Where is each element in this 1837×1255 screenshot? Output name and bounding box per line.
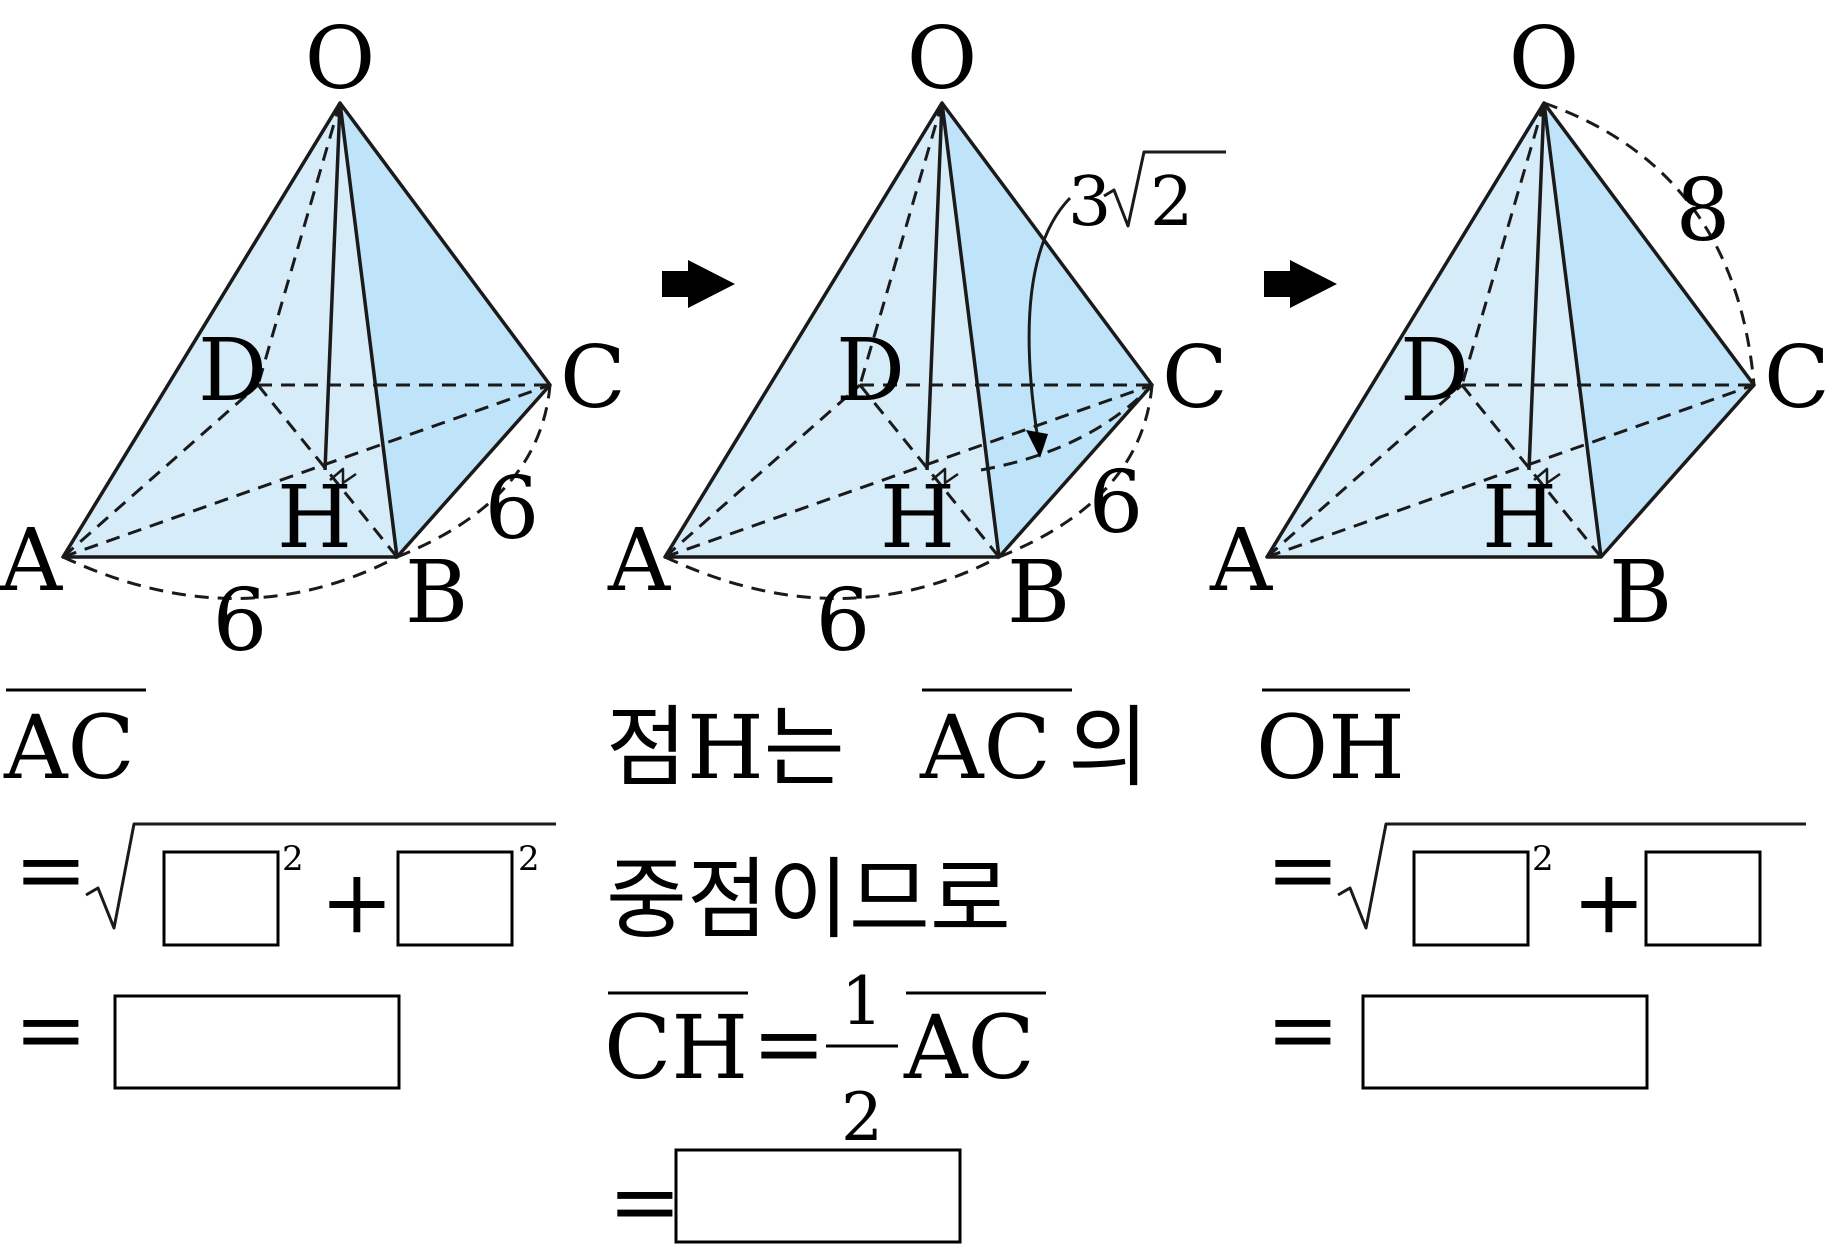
face-oab bbox=[1267, 103, 1601, 557]
measure-ab: 6 bbox=[816, 571, 871, 671]
exponent: 2 bbox=[1532, 839, 1554, 879]
measure-ab: 6 bbox=[213, 571, 268, 671]
segment-ch: CH bbox=[604, 996, 748, 1099]
label-b: B bbox=[1609, 543, 1672, 643]
label-o: O bbox=[907, 9, 978, 109]
label-a: A bbox=[1209, 511, 1273, 611]
label-c: C bbox=[1162, 328, 1228, 428]
face-oab bbox=[63, 103, 397, 557]
answer-box[interactable] bbox=[1361, 994, 1649, 1090]
measure-oc: 8 bbox=[1676, 161, 1731, 261]
label-d: D bbox=[1400, 321, 1469, 421]
measure-ch-coef: 3 bbox=[1068, 163, 1111, 242]
equals-sign: = bbox=[14, 978, 88, 1081]
pyramid-panel-3: O A B C D H 8 bbox=[1209, 9, 1830, 643]
segment-ac: AC bbox=[3, 696, 135, 799]
pyramid-panel-2: O A B C D H 6 6 3 2 bbox=[607, 9, 1228, 671]
fraction-numerator: 1 bbox=[841, 963, 883, 1040]
segment-ac: AC bbox=[919, 696, 1051, 799]
therefore-text: 중점이므로 bbox=[606, 848, 1011, 951]
face-oab bbox=[665, 103, 999, 557]
label-b: B bbox=[1007, 543, 1070, 643]
measure-bc: 6 bbox=[485, 459, 540, 559]
label-d: D bbox=[836, 321, 905, 421]
midpoint-text: 점H는 bbox=[606, 696, 845, 799]
right-arrow-icon bbox=[662, 260, 735, 308]
measure-bc: 6 bbox=[1089, 453, 1144, 553]
label-h: H bbox=[1482, 468, 1557, 568]
answer-box[interactable] bbox=[396, 850, 514, 947]
segment-oh: OH bbox=[1256, 696, 1405, 799]
segment-ac: AC bbox=[903, 996, 1035, 1099]
right-arrow-icon bbox=[1264, 260, 1337, 308]
answer-box[interactable] bbox=[1412, 850, 1530, 947]
exponent: 2 bbox=[282, 839, 304, 879]
plus-sign: + bbox=[320, 850, 394, 953]
work-col-2: 점H는 AC 의 중점이므로 CH = 1 2 AC = bbox=[604, 688, 1149, 1253]
label-h: H bbox=[277, 468, 352, 568]
equals-sign: = bbox=[14, 818, 88, 921]
label-c: C bbox=[560, 328, 626, 428]
measure-ch-rad: 2 bbox=[1150, 163, 1193, 242]
label-h: H bbox=[880, 468, 955, 568]
label-o: O bbox=[1509, 9, 1580, 109]
equals-sign: = bbox=[1266, 818, 1340, 921]
pyramid-panel-1: O A B C D H 6 6 bbox=[0, 9, 626, 671]
fraction-denominator: 2 bbox=[841, 1079, 883, 1156]
label-b: B bbox=[405, 543, 468, 643]
equals-sign: = bbox=[608, 1150, 682, 1253]
label-c: C bbox=[1764, 328, 1830, 428]
label-a: A bbox=[0, 511, 63, 611]
label-o: O bbox=[305, 9, 376, 109]
equals-sign: = bbox=[752, 992, 826, 1095]
label-d: D bbox=[198, 321, 267, 421]
plus-sign: + bbox=[1572, 850, 1646, 953]
exponent: 2 bbox=[518, 839, 540, 879]
sqrt-icon bbox=[1337, 822, 1806, 930]
particle-text: 의 bbox=[1068, 696, 1149, 799]
work-col-3: OH = 2 + = bbox=[1256, 688, 1806, 1090]
label-a: A bbox=[607, 511, 671, 611]
work-col-1: AC = 2 + 2 = bbox=[3, 688, 556, 1090]
answer-box[interactable] bbox=[162, 850, 280, 947]
equals-sign: = bbox=[1266, 978, 1340, 1081]
sqrt-icon bbox=[85, 822, 556, 930]
sqrt-icon bbox=[1103, 150, 1226, 228]
answer-box[interactable] bbox=[113, 994, 401, 1090]
answer-box[interactable] bbox=[1644, 850, 1762, 947]
answer-box[interactable] bbox=[674, 1148, 962, 1244]
